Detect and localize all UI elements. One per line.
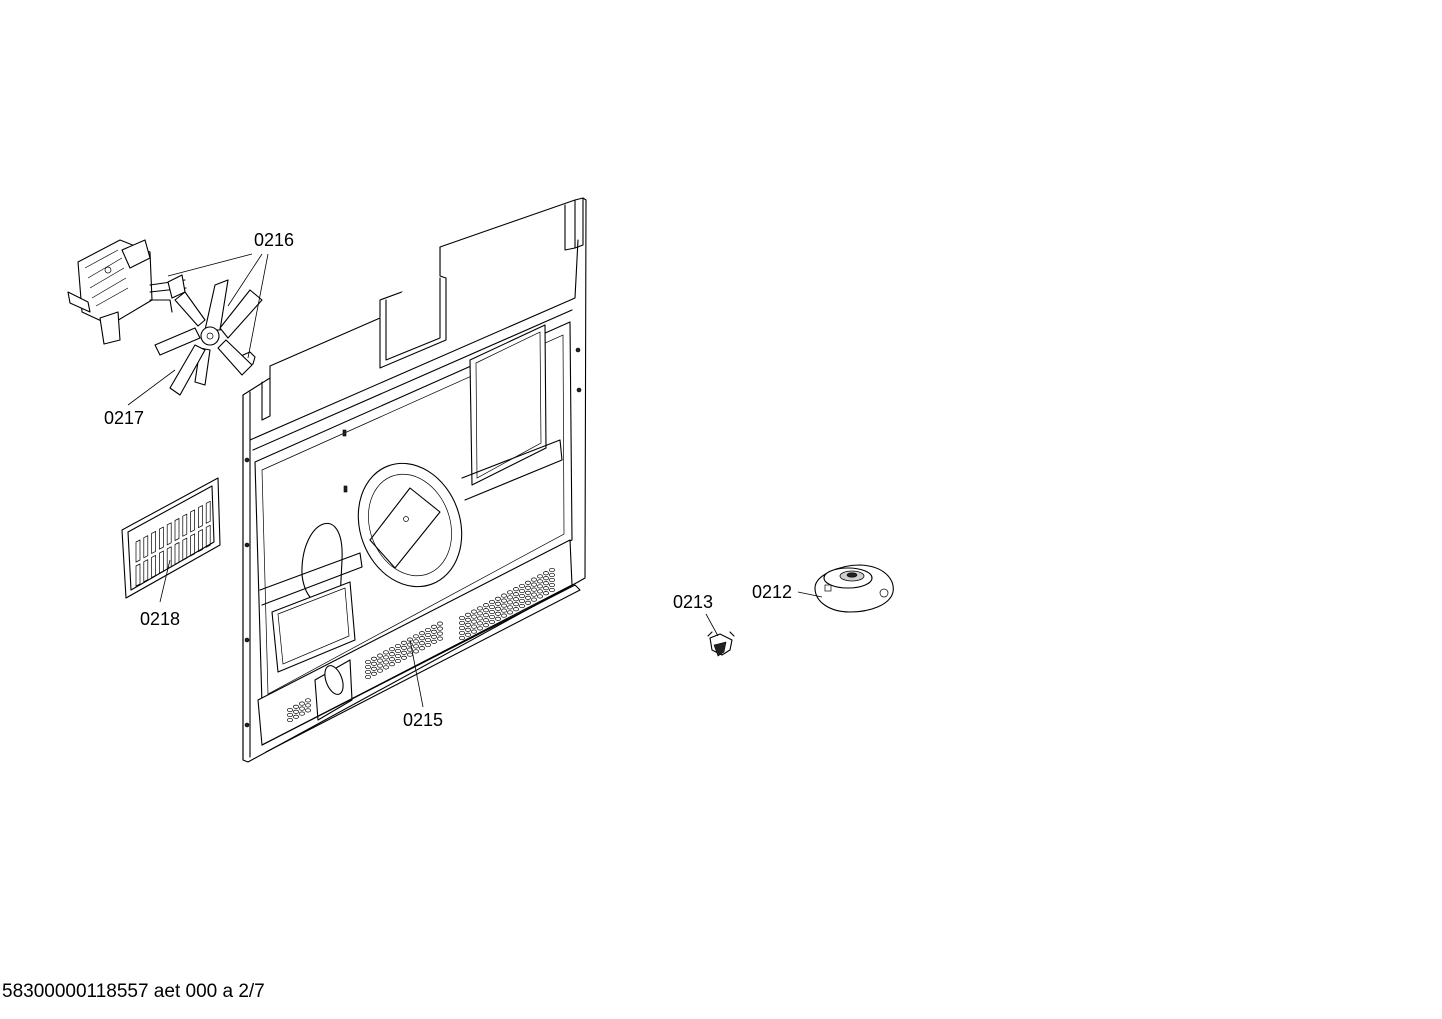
leader-lines	[127, 253, 823, 708]
callout-0218: 0218	[140, 609, 181, 629]
callout-0217: 0217	[104, 408, 145, 428]
fan-motor-drawing	[67, 239, 187, 345]
callout-0213: 0213	[673, 592, 714, 612]
back-wall-panel-drawing	[242, 197, 587, 763]
fan-blade-drawing	[154, 279, 263, 396]
fan-grille-drawing	[121, 477, 221, 599]
document-footer: 58300000118557 aet 000 a 2/7	[2, 981, 265, 1002]
clip-drawing	[707, 631, 735, 657]
callout-0215: 0215	[403, 710, 444, 730]
lamp-socket-drawing	[814, 564, 894, 613]
callout-0212: 0212	[752, 582, 793, 602]
callout-0216: 0216	[254, 230, 295, 250]
